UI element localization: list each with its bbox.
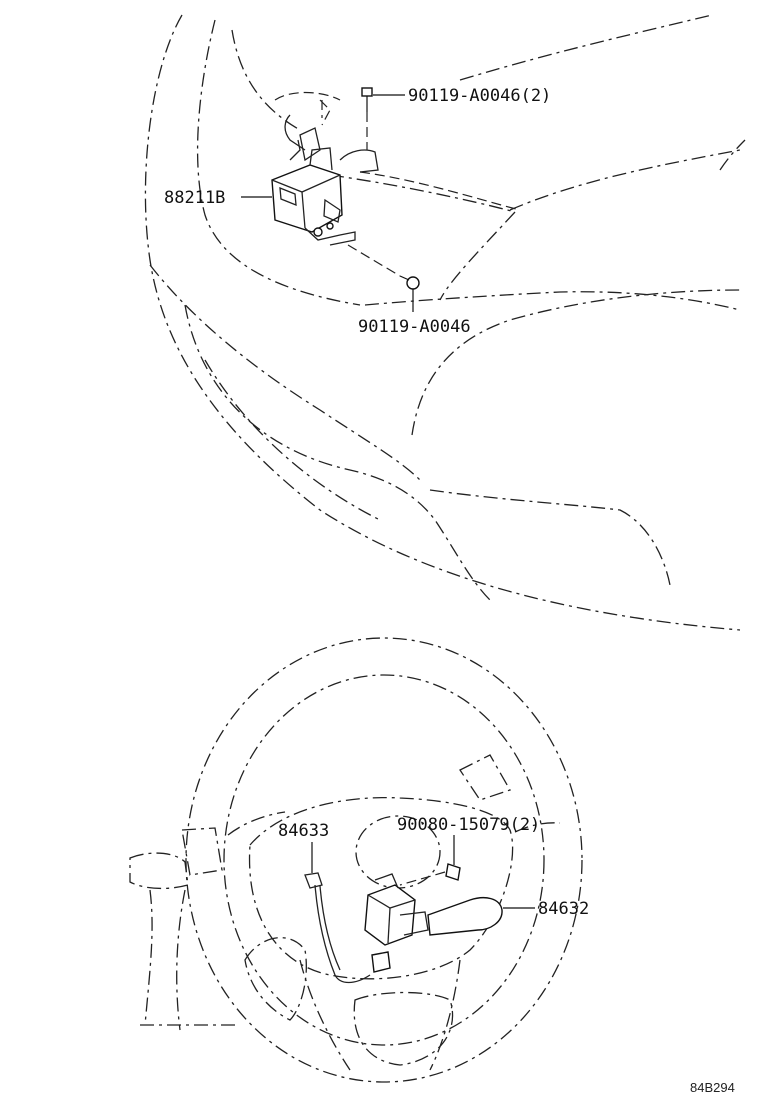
sensor-label: 88211B — [164, 188, 225, 208]
cruise-switch-part — [364, 873, 535, 946]
bolt-lower-part — [347, 244, 420, 290]
distance-sensor-part — [271, 139, 356, 246]
bolt-upper-label: 90119-A0046(2) — [408, 86, 551, 106]
sensor-bracket — [274, 91, 521, 211]
spiral-cable-part — [304, 842, 391, 984]
diagram-ref-label: 84B294 — [690, 1080, 735, 1095]
steering-wheel-outline — [181, 637, 583, 1083]
cable-label: 84633 — [278, 821, 329, 841]
switch-label: 84632 — [538, 899, 589, 919]
front-bumper-outline — [144, 14, 746, 631]
screw-part — [399, 835, 461, 886]
screw-label: 90080-15079(2) — [397, 815, 540, 835]
bolt-lower-label: 90119-A0046 — [358, 317, 471, 337]
bolt-upper-part — [361, 87, 373, 150]
steering-column-outline — [129, 852, 240, 1031]
